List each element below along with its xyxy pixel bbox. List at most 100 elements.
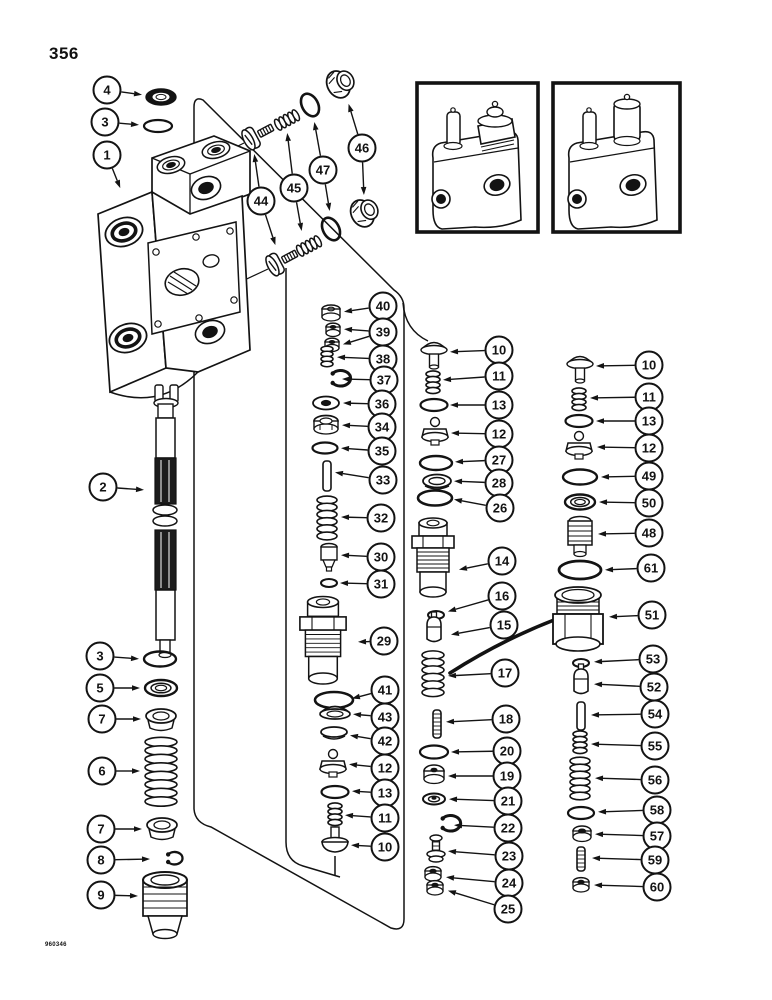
svg-text:9: 9: [97, 888, 104, 903]
part-59-pinth: [576, 846, 586, 872]
callout-34: 34: [341, 412, 397, 442]
part-12-poppet12: [319, 748, 347, 778]
svg-text:51: 51: [645, 608, 659, 623]
svg-text:24: 24: [502, 876, 517, 891]
part-17-spring: [421, 650, 445, 698]
callout-24: 24: [445, 868, 524, 898]
part-56-spring: [569, 756, 591, 801]
sheet-outline: [193, 98, 429, 930]
svg-text:14: 14: [495, 554, 510, 569]
svg-text:33: 33: [376, 473, 390, 488]
part-42-ring42: [320, 726, 348, 740]
callout-4: 4: [92, 75, 143, 105]
svg-text:11: 11: [378, 811, 392, 826]
part-6-spring: [144, 736, 178, 807]
part-9-cap9: [142, 871, 188, 940]
part-52-plunger: [573, 663, 589, 695]
svg-text:10: 10: [492, 343, 506, 358]
svg-text:57: 57: [650, 829, 664, 844]
callout-27: 27: [454, 445, 514, 475]
callout-7: 7: [87, 704, 141, 734]
svg-text:46: 46: [355, 141, 369, 156]
callout-13: 13: [450, 390, 514, 420]
callout-59: 59: [591, 845, 670, 875]
part-24-nutsm: [424, 865, 442, 882]
callout-12: 12: [450, 419, 514, 449]
inner-sheet-line: [285, 268, 341, 878]
svg-text:48: 48: [642, 526, 656, 541]
svg-text:13: 13: [378, 786, 392, 801]
part-13-oring: [419, 397, 449, 413]
callout-13: 13: [351, 778, 400, 808]
callout-1: 1: [92, 140, 122, 189]
callout-13: 13: [596, 406, 664, 436]
svg-text:44: 44: [254, 194, 269, 209]
svg-text:8: 8: [97, 853, 104, 868]
part-46-plug46: [349, 199, 379, 228]
svg-text:18: 18: [499, 712, 513, 727]
svg-text:27: 27: [492, 453, 506, 468]
svg-text:13: 13: [642, 414, 656, 429]
part-13-oring: [564, 413, 594, 429]
callout-56: 56: [594, 765, 670, 795]
svg-text:26: 26: [493, 501, 507, 516]
inset-box-1: [415, 81, 540, 234]
svg-text:7: 7: [98, 712, 105, 727]
callout-58: 58: [597, 795, 672, 825]
svg-text:31: 31: [374, 577, 388, 592]
part-50-gland: [563, 493, 597, 511]
part-18-pinth: [432, 709, 442, 739]
callout-14: 14: [458, 546, 517, 576]
svg-text:43: 43: [378, 710, 392, 725]
callout-11: 11: [442, 361, 514, 391]
svg-text:37: 37: [377, 373, 391, 388]
part-11-spring: [571, 387, 587, 412]
part-47-oring: [320, 216, 342, 242]
svg-text:61: 61: [644, 561, 658, 576]
part-4-seal: [145, 88, 177, 106]
callout-7: 7: [86, 814, 142, 844]
page-number: 356: [49, 44, 79, 63]
sweep-curve: [448, 618, 556, 675]
svg-text:40: 40: [376, 299, 390, 314]
callout-36: 36: [342, 389, 397, 419]
svg-text:19: 19: [500, 769, 514, 784]
svg-text:52: 52: [647, 680, 661, 695]
svg-text:17: 17: [498, 666, 512, 681]
part-32-spring: [316, 495, 338, 541]
part-2-spool: [152, 384, 179, 659]
svg-text:11: 11: [492, 369, 506, 384]
part-12-poppet12: [565, 430, 593, 460]
part-35-oring: [311, 441, 339, 455]
callout-54: 54: [590, 699, 670, 729]
callout-45: 45: [279, 132, 309, 232]
svg-text:7: 7: [97, 822, 104, 837]
part-45-springr: [273, 109, 301, 131]
part-55-spring: [572, 730, 588, 755]
callout-3: 3: [90, 107, 140, 137]
part-27-oring: [418, 454, 454, 472]
part-19-nut19: [423, 764, 445, 785]
callout-10: 10: [595, 350, 664, 380]
callout-57: 57: [594, 821, 672, 851]
part-21-washer21: [422, 792, 446, 806]
part-10-plugup: [420, 341, 448, 370]
callout-29: 29: [357, 626, 399, 656]
part-60-nutsm: [572, 876, 590, 893]
part-3-oring: [142, 650, 178, 668]
callout-11: 11: [589, 382, 664, 412]
svg-text:47: 47: [316, 163, 330, 178]
part-11-spring: [425, 370, 441, 395]
svg-text:28: 28: [492, 476, 506, 491]
callout-47: 47: [308, 121, 338, 212]
callout-6: 6: [87, 756, 140, 786]
part-51-bignut51: [552, 586, 604, 652]
callout-11: 11: [344, 803, 400, 833]
callout-61: 61: [604, 553, 666, 583]
callout-22: 22: [453, 813, 523, 843]
svg-text:38: 38: [376, 352, 390, 367]
callout-60: 60: [593, 872, 672, 902]
svg-text:34: 34: [375, 420, 390, 435]
callout-17: 17: [447, 658, 520, 688]
